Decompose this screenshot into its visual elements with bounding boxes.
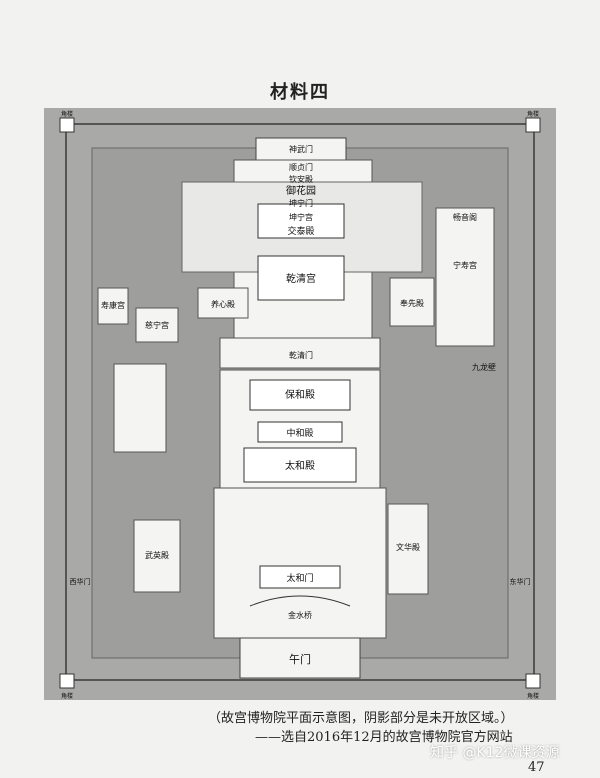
label-cininggong: 慈宁宫 (145, 320, 169, 330)
cining-garden (113, 363, 167, 453)
label-shenwumen: 神武门 (289, 144, 313, 154)
ningshou-block (435, 207, 495, 347)
label-changyinge: 畅音阁 (453, 212, 477, 222)
corner-tower-ne (525, 117, 541, 133)
watermark: 知乎 @K12微课资源 (430, 745, 560, 761)
label-qianqinggong: 乾清宫 (286, 272, 316, 285)
corner-tower-nw (59, 117, 75, 133)
wuying-block (133, 519, 181, 593)
label-qianqingmen: 乾清门 (289, 350, 313, 360)
jiaotai-block (257, 203, 345, 239)
taihemen-block (259, 565, 341, 589)
label-zhonghedian: 中和殿 (286, 427, 313, 439)
label-jiaolou-ne: 角楼 (527, 110, 539, 118)
label-fengxiandian: 奉先殿 (400, 298, 424, 308)
label-xihuamen: 西华门 (70, 577, 91, 586)
label-jiulongbi: 九龙壁 (472, 362, 496, 372)
label-taihedian: 太和殿 (285, 459, 315, 472)
label-jiaolou-sw: 角楼 (61, 692, 73, 700)
taihe-block (243, 447, 357, 483)
label-yangxindian: 养心殿 (211, 299, 235, 309)
label-donghuamen: 东华门 (510, 577, 531, 586)
label-jiaolou-nw: 角楼 (61, 110, 73, 118)
outer-wall (65, 123, 535, 681)
label-taihemen: 太和门 (286, 572, 313, 584)
label-baohedian: 保和殿 (285, 388, 315, 401)
corner-tower-se (525, 673, 541, 689)
label-wenhuadian: 文华殿 (396, 542, 420, 552)
palace-map-svg: 神武门 顺贞门 钦安殿 御花园 坤宁门 坤宁宫 交泰殿 乾清宫 乾清门 养心殿 … (44, 108, 556, 700)
label-qinandian: 钦安殿 (289, 174, 313, 184)
label-wumen: 午门 (289, 652, 311, 666)
corner-tower-sw (59, 673, 75, 689)
label-kunningmen: 坤宁门 (289, 198, 313, 208)
label-yuhuayuan: 御花园 (286, 184, 316, 197)
label-jiaotaidian: 交泰殿 (287, 225, 314, 237)
wumen-gate (239, 637, 361, 679)
label-wuyingdian: 武英殿 (145, 550, 169, 560)
label-shunzhenmen: 顺贞门 (289, 162, 313, 172)
jinshui-river (249, 595, 351, 607)
label-kunninggong: 坤宁宫 (289, 212, 313, 222)
section-heading: 材料四 (270, 82, 330, 103)
outer-court (213, 487, 387, 639)
page-number: 47 (528, 760, 545, 775)
qianqing-block (257, 255, 345, 301)
map-source: ——选自2016年12月的故宫博物院官方网站 (255, 730, 513, 745)
cining-block (135, 307, 179, 343)
label-jinshuiqiao: 金水桥 (288, 610, 312, 620)
baohe-block (249, 379, 351, 411)
palace-map: 神武门 顺贞门 钦安殿 御花园 坤宁门 坤宁宫 交泰殿 乾清宫 乾清门 养心殿 … (44, 108, 556, 700)
label-shoukanggong: 寿康宫 (101, 300, 125, 310)
yangxin-block (197, 287, 249, 319)
label-ningshougong: 宁寿宫 (453, 260, 477, 270)
fengxian-block (389, 277, 435, 327)
map-caption: （故宫博物院平面示意图，阴影部分是未开放区域。） (208, 711, 514, 726)
label-jiaolou-se: 角楼 (527, 692, 539, 700)
wenhua-block (387, 503, 429, 595)
shoukang-block (97, 287, 129, 325)
qianqingmen-yard (219, 337, 381, 369)
zhonghe-block (257, 421, 343, 443)
